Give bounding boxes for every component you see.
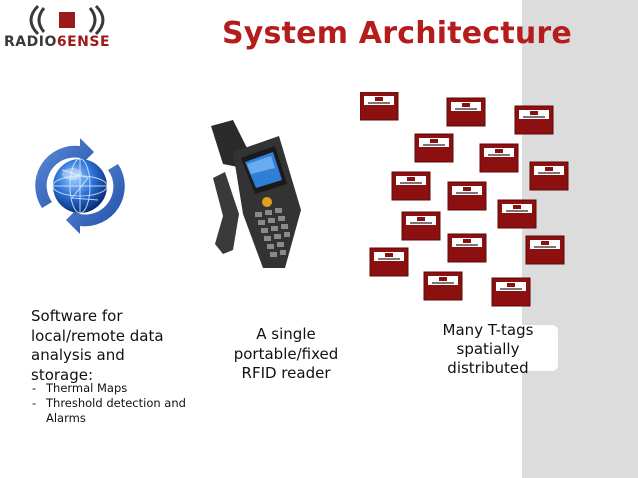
- rfid-tag-icon: [370, 248, 408, 276]
- feature-thermal-maps: Thermal Maps: [31, 381, 191, 396]
- rfid-tag-icon: [448, 182, 486, 210]
- rfid-tag-icon: [415, 134, 453, 162]
- rfid-tag-icon: [402, 212, 440, 240]
- reader-description: A single portable/fixed RFID reader: [222, 325, 350, 384]
- rfid-tag-icon: [526, 236, 564, 264]
- rfid-tag-icon: [492, 278, 530, 306]
- rfid-tag-icon: [392, 172, 430, 200]
- reader-line: portable/fixed: [222, 345, 350, 365]
- logo-text-a: RADIO: [4, 34, 57, 50]
- feature-threshold-alarms: Threshold detection and Alarms: [31, 396, 191, 426]
- tag-cluster: [360, 92, 580, 314]
- rfid-tag-icon: [515, 106, 553, 134]
- rfid-tag-icon: [480, 144, 518, 172]
- logo-wordmark: RADIO6ENSE: [4, 34, 110, 50]
- software-line: analysis and: [31, 346, 201, 366]
- software-feature-list: Thermal Maps Threshold detection and Ala…: [31, 381, 191, 426]
- logo-square: [59, 12, 75, 28]
- rfid-tag-icon: [498, 200, 536, 228]
- tags-line: distributed: [436, 359, 540, 378]
- software-line: Software for: [31, 307, 201, 327]
- rfid-tag-icon: [424, 272, 462, 300]
- page-title: System Architecture: [222, 16, 572, 51]
- rfid-tag-icon: [530, 162, 568, 190]
- rfid-tag-icon: [360, 92, 398, 120]
- tags-line: Many T-tags: [436, 321, 540, 340]
- rfid-tag-icon: [447, 98, 485, 126]
- reader-line: RFID reader: [222, 364, 350, 384]
- rfid-tag-icon: [448, 234, 486, 262]
- reader-line: A single: [222, 325, 350, 345]
- software-description: Software for local/remote data analysis …: [31, 307, 201, 385]
- logo-text-b: 6ENSE: [57, 34, 110, 50]
- globe-sync-icon: [28, 138, 132, 234]
- software-line: local/remote data: [31, 327, 201, 347]
- tags-description: Many T-tags spatially distributed: [436, 321, 540, 378]
- tags-line: spatially: [436, 340, 540, 359]
- rfid-reader-icon: [203, 118, 313, 270]
